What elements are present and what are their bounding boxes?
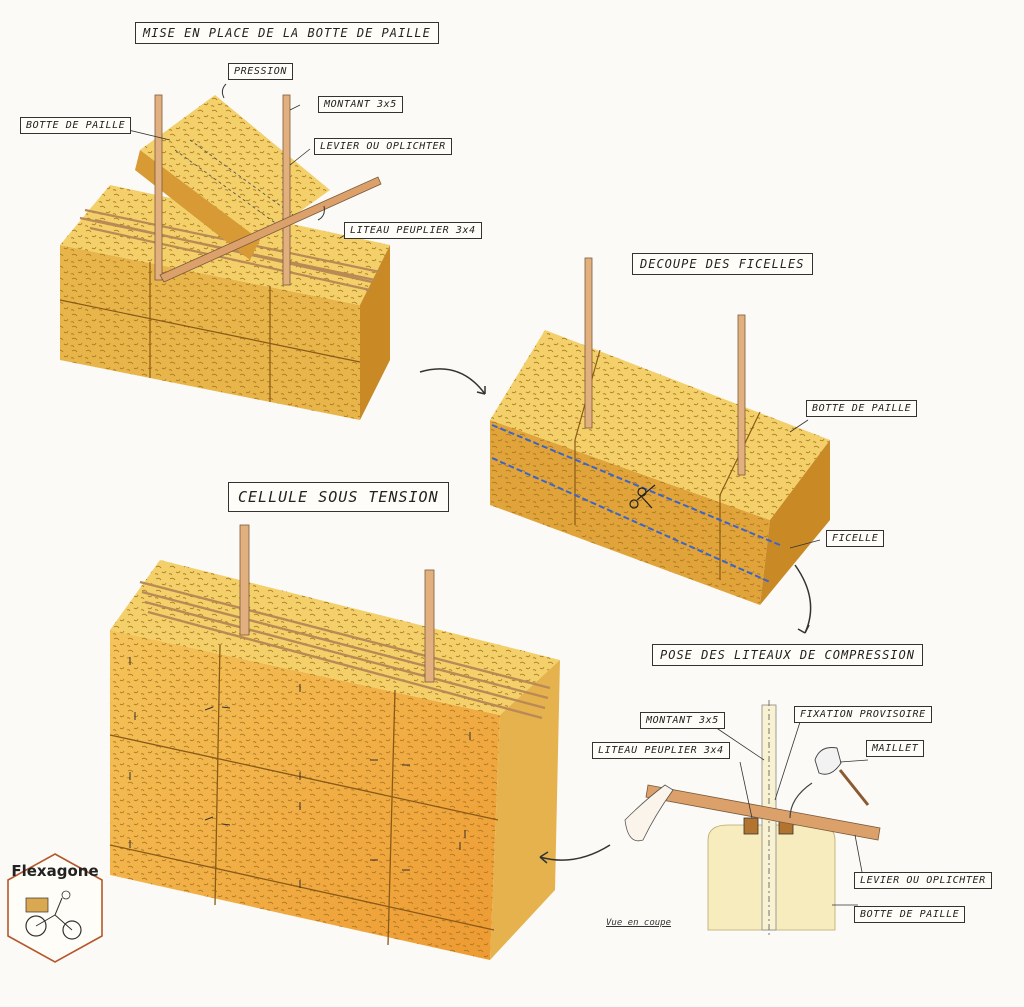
label-botte-top: BOTTE DE PAILLE [20, 117, 132, 134]
scene-pose [624, 700, 881, 935]
label-botte-bottom: BOTTE DE PAILLE [854, 906, 966, 923]
title-pose: POSE DES LITEAUX DE COMPRESSION [652, 644, 923, 666]
label-liteau-top: LITEAU PEUPLIER 3x4 [344, 222, 482, 239]
flexagone-logo [7, 853, 103, 963]
label-pression: PRESSION [228, 63, 293, 80]
scene-cellule [109, 524, 560, 960]
logo-text: Flexagone [11, 862, 99, 880]
title-decoupe: DECOUPE DES FICELLES [632, 253, 813, 275]
flow-arrow-1 [419, 368, 486, 395]
label-maillet: MAILLET [866, 740, 925, 757]
mallet-icon [814, 747, 870, 806]
scissors-icon [629, 484, 656, 509]
scene-mise-en-place [59, 83, 390, 420]
label-fixation: FIXATION PROVISOIRE [794, 706, 932, 723]
label-vue-en-coupe: Vue en coupe [606, 918, 672, 928]
flow-arrow-2 [794, 564, 812, 634]
title-cellule: CELLULE SOUS TENSION [228, 482, 449, 512]
label-montant-bottom: MONTANT 3x5 [640, 712, 725, 729]
label-botte-right: BOTTE DE PAILLE [806, 400, 918, 417]
flow-arrow-3 [539, 844, 611, 861]
label-montant-top: MONTANT 3x5 [318, 96, 403, 113]
scene-decoupe [490, 257, 830, 605]
label-ficelle: FICELLE [826, 530, 885, 547]
label-levier-bottom: LEVIER OU OPLICHTER [854, 872, 992, 889]
label-levier-top: LEVIER OU OPLICHTER [314, 138, 452, 155]
label-liteau-bottom: LITEAU PEUPLIER 3x4 [592, 742, 730, 759]
title-mise-en-place: MISE EN PLACE DE LA BOTTE DE PAILLE [135, 22, 439, 44]
